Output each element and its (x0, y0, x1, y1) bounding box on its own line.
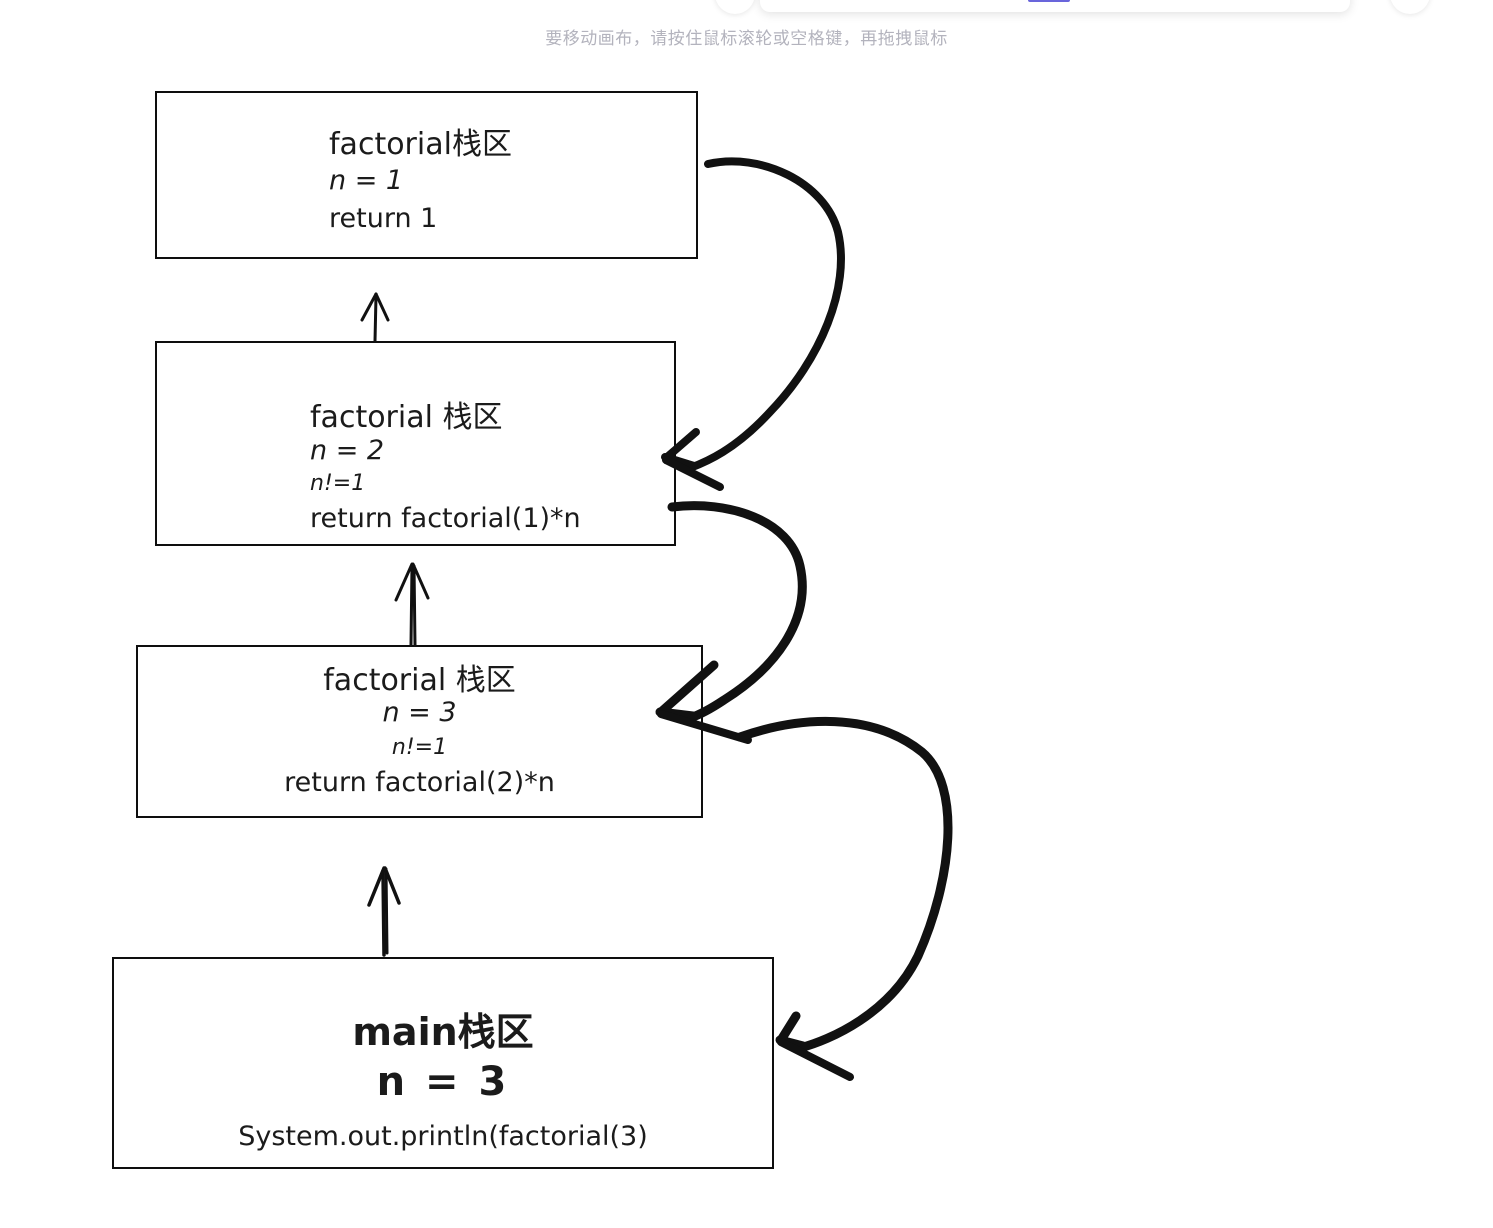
frame-line: n!=1 (391, 735, 448, 760)
frame-line: n = 3 (376, 1059, 510, 1105)
menu-round-button[interactable] (715, 0, 755, 14)
frame-line: System.out.println(factorial(3) (238, 1121, 648, 1152)
arrow-call-factorial3-to-factorial2 (394, 562, 430, 647)
stack-frame-main[interactable]: main栈区 n = 3 System.out.println(factoria… (112, 957, 774, 1169)
frame-line: n!=1 (310, 471, 366, 496)
frame-line: return factorial(1)*n (310, 503, 581, 534)
frame-title: factorial栈区 (329, 127, 512, 162)
frame-line: return 1 (329, 203, 438, 234)
canvas-pan-hint: 要移动画布，请按住鼠标滚轮或空格键，再拖拽鼠标 (545, 29, 948, 49)
stack-frame-factorial-1[interactable]: factorial栈区 n = 1 return 1 (155, 91, 698, 259)
frame-line: n = 1 (329, 165, 404, 196)
frame-title: factorial 栈区 (323, 663, 516, 698)
frame-title: main栈区 (352, 1010, 534, 1054)
toolbar-panel[interactable] (760, 0, 1350, 12)
frame-line: n = 3 (382, 697, 457, 728)
arrow-call-factorial2-to-factorial1 (360, 292, 390, 343)
arrow-call-main-to-factorial3 (367, 866, 401, 957)
frame-title: factorial 栈区 (310, 400, 503, 435)
frame-line: n = 2 (310, 435, 385, 466)
stack-frame-factorial-3[interactable]: factorial 栈区 n = 3 n!=1 return factorial… (136, 645, 703, 818)
selected-tool-indicator[interactable] (1028, 0, 1070, 2)
stack-frame-factorial-2[interactable]: factorial 栈区 n = 2 n!=1 return factorial… (155, 341, 676, 546)
library-round-button[interactable] (1390, 0, 1430, 14)
frame-line: return factorial(2)*n (284, 767, 555, 798)
